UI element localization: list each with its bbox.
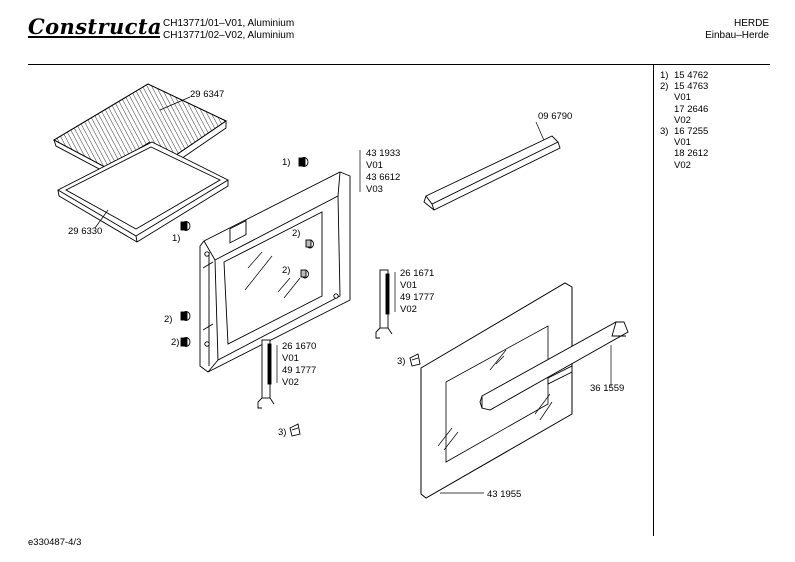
- product-category: HERDE Einbau–Herde: [705, 18, 769, 42]
- document-id: e330487-4/3: [28, 537, 82, 548]
- legend-value: 18 2612: [674, 148, 709, 160]
- screw: [180, 337, 191, 347]
- rack-wires: [54, 84, 226, 183]
- subcategory-label: Einbau–Herde: [705, 30, 769, 41]
- legend-row: 3) 16 7255: [660, 126, 708, 137]
- baking-tray: [57, 141, 229, 243]
- clip: [409, 353, 421, 367]
- header-divider: [28, 64, 770, 65]
- legend-row: V02: [660, 115, 708, 126]
- label-inner-door-2: V01: [366, 160, 383, 171]
- callout-2: 2): [171, 337, 179, 348]
- legend-value: 15 4762: [674, 70, 709, 81]
- label-rail: 09 6790: [538, 111, 572, 122]
- model-line-2: CH13771/02–V02, Aluminium: [163, 30, 295, 41]
- category-label: HERDE: [733, 18, 769, 29]
- label-hinge-left-2: V01: [282, 353, 299, 364]
- legend-row: 18 2612: [660, 148, 708, 159]
- legend-value: 17 2646: [674, 103, 709, 115]
- label-inner-door-1: 43 1933: [366, 148, 400, 159]
- legend-divider: [653, 64, 654, 536]
- legend-value: 16 7255: [674, 126, 709, 138]
- legend-row: 17 2646: [660, 104, 708, 115]
- legend-number: 1): [660, 70, 669, 81]
- label-hinge-right-1: 26 1671: [400, 268, 434, 279]
- label-rack: 29 6347: [190, 89, 224, 100]
- screw: [298, 157, 309, 167]
- hinge-left: [257, 339, 275, 409]
- legend-row: V01: [660, 137, 708, 148]
- door-rail: [423, 135, 561, 211]
- callout-1: 1): [282, 157, 290, 168]
- label-inner-door-3: 43 6612: [366, 172, 400, 183]
- clip: [289, 423, 301, 437]
- screw: [300, 269, 309, 279]
- legend-row: 1) 15 4762: [660, 70, 708, 81]
- label-outer-door: 43 1955: [487, 489, 521, 500]
- model-list: CH13771/01–V01, Aluminium CH13771/02–V02…: [163, 18, 294, 42]
- callout-3: 3): [397, 356, 405, 367]
- label-hinge-right-3: 49 1777: [400, 292, 434, 303]
- callout-1: 1): [172, 233, 180, 244]
- hinge-right: [375, 269, 393, 339]
- callout-3: 3): [278, 427, 286, 438]
- label-hinge-left-4: V02: [282, 377, 299, 388]
- label-hinge-left-3: 49 1777: [282, 365, 316, 376]
- callout-2: 2): [164, 314, 172, 325]
- legend-number: 2): [660, 81, 669, 93]
- callout-2: 2): [292, 228, 300, 239]
- parts-legend: 1) 15 4762 2) 15 4763 V01 17 2646 V02 3) 16…: [660, 70, 708, 171]
- legend-row: V02: [660, 160, 708, 171]
- screw: [180, 221, 191, 231]
- label-hinge-right-2: V01: [400, 280, 417, 291]
- label-inner-door-4: V03: [366, 184, 383, 195]
- leader-lines: [94, 96, 612, 494]
- label-hinge-right-4: V02: [400, 304, 417, 315]
- inner-door-frame: [199, 171, 351, 373]
- model-line-1: CH13771/01–V01, Aluminium: [163, 18, 295, 29]
- legend-value: V01: [674, 137, 691, 149]
- legend-number: 3): [660, 126, 669, 138]
- callout-2: 2): [282, 265, 290, 276]
- screw: [305, 239, 314, 249]
- screw: [180, 311, 191, 321]
- door-handle: [479, 321, 629, 411]
- legend-value: 15 4763: [674, 81, 709, 93]
- legend-row: 2) 15 4763: [660, 81, 708, 92]
- label-handle: 36 1559: [590, 383, 624, 394]
- legend-value: V02: [674, 114, 691, 126]
- constructa-logo: Constructa: [28, 14, 162, 39]
- legend-value: V02: [674, 159, 691, 171]
- screw-parts: [180, 157, 421, 437]
- label-tray: 29 6330: [68, 226, 102, 237]
- legend-row: V01: [660, 92, 708, 103]
- label-hinge-left-1: 26 1670: [282, 341, 316, 352]
- legend-value: V01: [674, 92, 691, 104]
